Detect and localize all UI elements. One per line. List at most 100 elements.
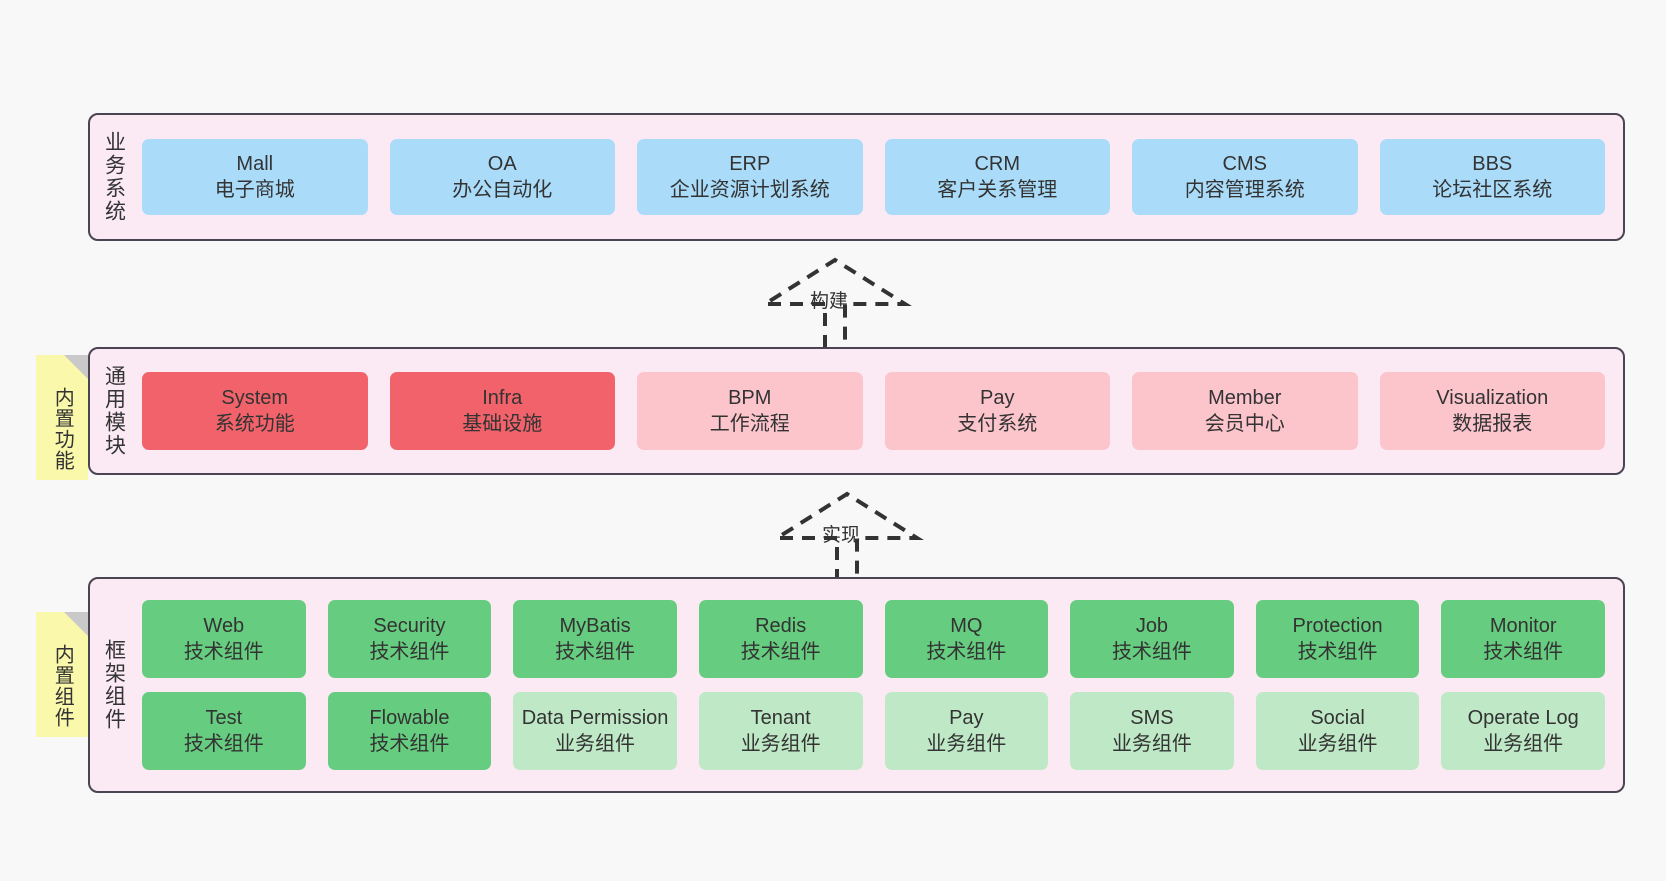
card-subtitle: 业务组件: [740, 733, 821, 755]
card-erp[interactable]: ERP 企业资源计划系统: [637, 139, 863, 215]
card-subtitle: 基础设施: [462, 413, 543, 435]
card-row: System 系统功能 Infra 基础设施 BPM 工作流程 Pay 支付系统…: [142, 372, 1605, 450]
card-subtitle: 工作流程: [709, 413, 790, 435]
card-operate-log[interactable]: Operate Log 业务组件: [1441, 692, 1605, 770]
card-title: BBS: [1472, 152, 1513, 175]
card-monitor[interactable]: Monitor 技术组件: [1441, 600, 1605, 678]
card-test[interactable]: Test 技术组件: [142, 692, 306, 770]
card-mall[interactable]: Mall 电子商城: [142, 139, 368, 215]
card-flowable[interactable]: Flowable 技术组件: [327, 692, 492, 770]
card-title: BPM: [728, 386, 772, 409]
card-title: Operate Log: [1467, 706, 1579, 729]
card-title: Tenant: [750, 706, 811, 729]
card-bbs[interactable]: BBS 论坛社区系统: [1379, 139, 1605, 215]
card-redis[interactable]: Redis 技术组件: [698, 600, 863, 678]
sticky-note-builtin-function: 内置功能: [36, 355, 88, 480]
card-title: Job: [1135, 614, 1169, 637]
card-tenant[interactable]: Tenant 业务组件: [698, 692, 863, 770]
layer-title-common-module: 通用模块: [102, 365, 126, 457]
card-subtitle: 数据报表: [1452, 413, 1533, 435]
card-protection[interactable]: Protection 技术组件: [1255, 600, 1420, 678]
card-visualization[interactable]: Visualization 数据报表: [1379, 372, 1605, 450]
card-title: Pay: [949, 706, 984, 729]
card-subtitle: 技术组件: [740, 641, 821, 663]
card-title: Redis: [755, 614, 807, 637]
card-data-permission[interactable]: Data Permission 业务组件: [513, 692, 677, 770]
layer-body-common-module: System 系统功能 Infra 基础设施 BPM 工作流程 Pay 支付系统…: [138, 349, 1623, 473]
dashed-generalization-arrow-icon: [758, 257, 912, 348]
card-oa[interactable]: OA 办公自动化: [389, 139, 615, 215]
card-subtitle: 技术组件: [926, 641, 1007, 663]
connector-implement-label: 实现: [822, 525, 861, 546]
sticky-note-label: 内置组件: [51, 643, 74, 728]
card-subtitle: 客户关系管理: [937, 179, 1058, 201]
page-fold-icon: [64, 612, 88, 636]
card-social[interactable]: Social 业务组件: [1255, 692, 1420, 770]
card-title: Flowable: [369, 706, 450, 729]
card-cms[interactable]: CMS 内容管理系统: [1132, 139, 1358, 215]
card-title: SMS: [1130, 706, 1174, 729]
card-pay-business[interactable]: Pay 业务组件: [884, 692, 1049, 770]
card-title: Visualization: [1436, 386, 1549, 409]
card-subtitle: 技术组件: [369, 733, 450, 755]
layer-framework-component: 框架组件 Web 技术组件 Security 技术组件 MyBatis 技术组件…: [88, 577, 1625, 793]
card-subtitle: 内容管理系统: [1184, 179, 1305, 201]
card-subtitle: 技术组件: [555, 641, 636, 663]
layer-common-module: 通用模块 System 系统功能 Infra 基础设施 BPM 工作流程 Pay…: [88, 347, 1625, 475]
card-row: Mall 电子商城 OA 办公自动化 ERP 企业资源计划系统 CRM 客户关系…: [142, 139, 1605, 215]
card-subtitle: 会员中心: [1204, 413, 1285, 435]
card-title: Data Permission: [521, 706, 669, 729]
sticky-note-builtin-component: 内置组件: [36, 612, 88, 737]
card-subtitle: 业务组件: [1297, 733, 1378, 755]
card-pay[interactable]: Pay 支付系统: [884, 372, 1110, 450]
layer-title-framework-component: 框架组件: [102, 639, 126, 731]
card-web[interactable]: Web 技术组件: [142, 600, 306, 678]
connector-implement: 实现: [770, 491, 924, 582]
layer-body-business-system: Mall 电子商城 OA 办公自动化 ERP 企业资源计划系统 CRM 客户关系…: [138, 115, 1623, 239]
card-subtitle: 技术组件: [1483, 641, 1564, 663]
card-bpm[interactable]: BPM 工作流程: [637, 372, 863, 450]
card-subtitle: 技术组件: [1111, 641, 1192, 663]
card-subtitle: 技术组件: [183, 733, 264, 755]
card-subtitle: 支付系统: [957, 413, 1038, 435]
card-mq[interactable]: MQ 技术组件: [884, 600, 1049, 678]
card-title: System: [221, 386, 289, 409]
connector-build: 构建: [758, 257, 912, 348]
card-subtitle: 业务组件: [926, 733, 1007, 755]
sticky-note-label: 内置功能: [51, 386, 74, 471]
card-subtitle: 办公自动化: [452, 179, 553, 201]
card-title: CMS: [1222, 152, 1267, 175]
card-subtitle: 技术组件: [369, 641, 450, 663]
layer-body-framework-component: Web 技术组件 Security 技术组件 MyBatis 技术组件 Redi…: [138, 579, 1623, 791]
card-title: Member: [1208, 386, 1282, 409]
connector-build-label: 构建: [810, 291, 849, 312]
card-title: Test: [205, 706, 243, 729]
card-title: Infra: [482, 386, 523, 409]
card-title: OA: [487, 152, 517, 175]
card-title: Pay: [980, 386, 1015, 409]
card-mybatis[interactable]: MyBatis 技术组件: [513, 600, 677, 678]
layer-title-business-system: 业务系统: [102, 131, 126, 223]
card-system[interactable]: System 系统功能: [142, 372, 368, 450]
dashed-generalization-arrow-icon: [770, 491, 924, 582]
card-subtitle: 系统功能: [214, 413, 295, 435]
card-infra[interactable]: Infra 基础设施: [389, 372, 615, 450]
card-title: Mall: [236, 152, 274, 175]
card-row: Test 技术组件 Flowable 技术组件 Data Permission …: [142, 692, 1605, 770]
card-title: ERP: [729, 152, 771, 175]
card-subtitle: 业务组件: [1111, 733, 1192, 755]
card-member[interactable]: Member 会员中心: [1132, 372, 1358, 450]
card-subtitle: 电子商城: [214, 179, 295, 201]
card-subtitle: 技术组件: [1297, 641, 1378, 663]
card-title: Monitor: [1489, 614, 1557, 637]
page-fold-icon: [64, 355, 88, 379]
card-job[interactable]: Job 技术组件: [1070, 600, 1234, 678]
card-subtitle: 业务组件: [1483, 733, 1564, 755]
card-crm[interactable]: CRM 客户关系管理: [884, 139, 1110, 215]
card-sms[interactable]: SMS 业务组件: [1070, 692, 1234, 770]
card-row: Web 技术组件 Security 技术组件 MyBatis 技术组件 Redi…: [142, 600, 1605, 678]
card-title: Web: [203, 614, 245, 637]
card-security[interactable]: Security 技术组件: [327, 600, 492, 678]
card-title: CRM: [974, 152, 1021, 175]
